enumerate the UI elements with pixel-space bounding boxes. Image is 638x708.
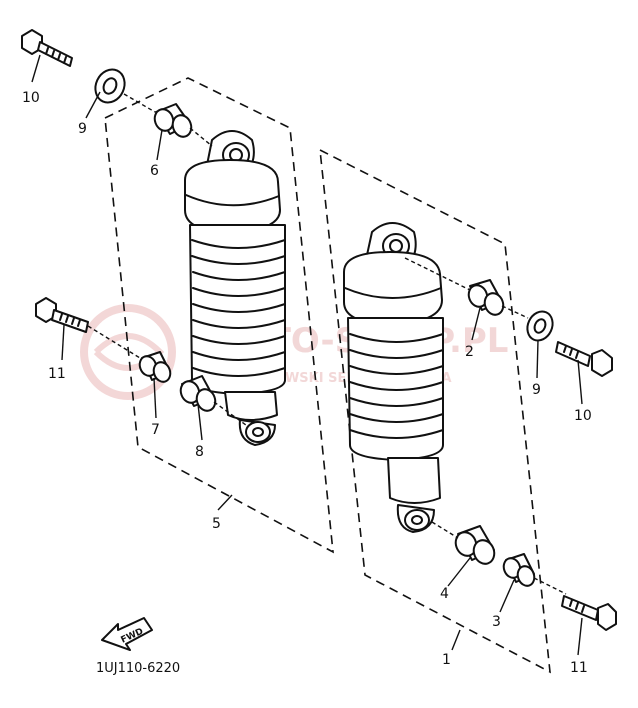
callout-9-right: 9 bbox=[532, 382, 541, 398]
callout-2: 2 bbox=[465, 344, 474, 360]
bolt-11-left bbox=[35, 297, 89, 333]
bushing-2 bbox=[467, 279, 505, 316]
bushing-6 bbox=[153, 103, 193, 138]
callout-5: 5 bbox=[212, 516, 221, 532]
part-code: 1UJ110-6220 bbox=[96, 661, 180, 676]
bolt-10-top-left bbox=[21, 29, 73, 67]
bushing-7 bbox=[138, 351, 172, 383]
assembly-box-1 bbox=[319, 148, 551, 674]
callout-7: 7 bbox=[151, 422, 160, 438]
bolt-11-right bbox=[561, 595, 617, 631]
bolt-10-right bbox=[555, 341, 613, 377]
callout-8: 8 bbox=[195, 444, 204, 460]
callout-10-right: 10 bbox=[574, 408, 592, 424]
fwd-arrow-icon: FWD bbox=[101, 617, 153, 651]
callout-3: 3 bbox=[492, 614, 501, 630]
right-shock-absorber bbox=[343, 222, 444, 533]
watermark-logo bbox=[80, 304, 176, 400]
callout-11-right: 11 bbox=[570, 660, 588, 676]
callout-11-left: 11 bbox=[48, 366, 66, 382]
left-shock-absorber bbox=[184, 130, 286, 446]
washer-9-right bbox=[526, 310, 554, 342]
bushing-4 bbox=[454, 525, 496, 565]
callout-9-left: 9 bbox=[78, 121, 87, 137]
assembly-box-5 bbox=[104, 77, 334, 554]
callout-1: 1 bbox=[442, 652, 451, 668]
bushing-8 bbox=[179, 375, 217, 412]
bushing-3 bbox=[502, 553, 536, 587]
washer-9-top-left bbox=[94, 68, 126, 104]
callout-4: 4 bbox=[440, 586, 449, 602]
callout-6: 6 bbox=[150, 163, 159, 179]
callout-10-left: 10 bbox=[22, 90, 40, 106]
watermark: MOTO-SKLEP.PL WOJCIECHOWSKI SERWIS YAMAH… bbox=[80, 304, 508, 400]
